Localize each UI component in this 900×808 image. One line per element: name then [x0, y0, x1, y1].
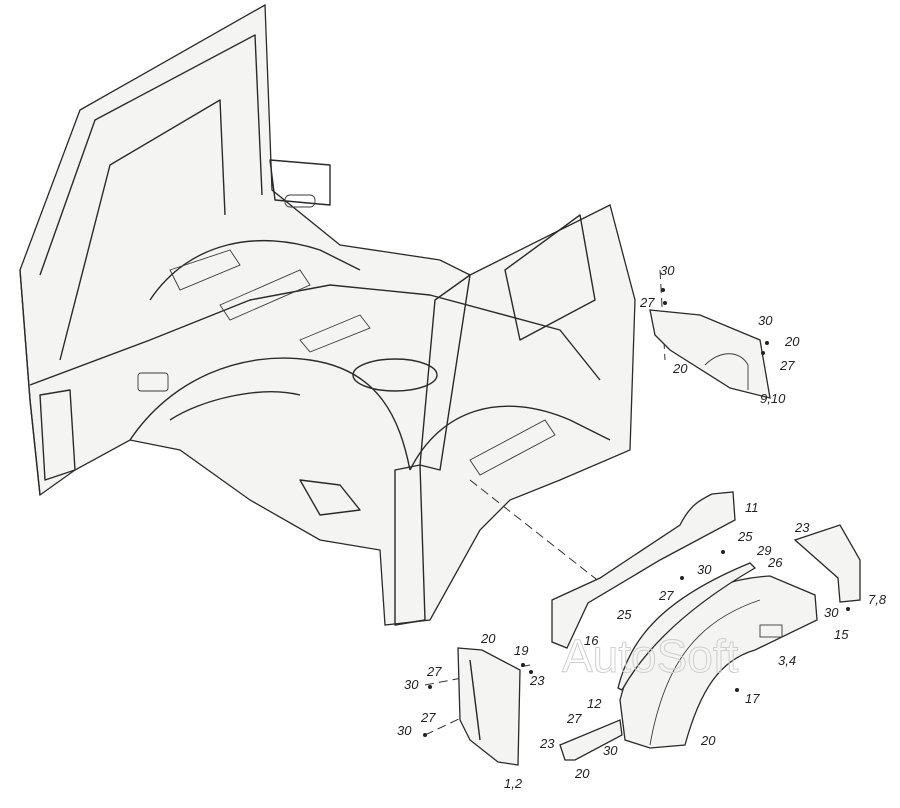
- label-25: 25: [737, 529, 753, 544]
- label-20: 20: [784, 334, 800, 349]
- label-27: 27: [426, 664, 442, 679]
- part-11-panel: [551, 491, 736, 649]
- label-11: 11: [745, 500, 759, 515]
- label-27: 27: [639, 295, 655, 310]
- label-15: 15: [834, 627, 849, 642]
- part-12-strip: [617, 562, 757, 691]
- label-29: 29: [756, 543, 771, 558]
- label-20: 20: [480, 631, 496, 646]
- part-1-2-mudflap: [457, 647, 521, 766]
- label-30: 30: [758, 313, 773, 328]
- label-9-10: 9,10: [760, 391, 786, 406]
- label-30: 30: [697, 562, 712, 577]
- label-20: 20: [700, 733, 716, 748]
- label-30: 30: [824, 605, 839, 620]
- fastener-dots: [423, 288, 850, 737]
- label-23: 23: [539, 736, 555, 751]
- label-30: 30: [397, 723, 412, 738]
- label-27: 27: [779, 358, 795, 373]
- cab-body-drawing: [19, 3, 636, 626]
- label-26: 26: [767, 555, 783, 570]
- label-19: 19: [514, 643, 528, 658]
- label-3-4: 3,4: [778, 653, 796, 668]
- label-7-8: 7,8: [868, 592, 887, 607]
- part-9-10-panel: [649, 309, 771, 399]
- label-25: 25: [616, 607, 632, 622]
- watermark: AutoSoft: [562, 630, 739, 682]
- part-7-8-panel: [793, 524, 861, 603]
- label-17: 17: [745, 691, 760, 706]
- label-20: 20: [574, 766, 590, 781]
- bottom-bracket: [559, 719, 623, 761]
- label-30: 30: [603, 743, 618, 758]
- label-27: 27: [658, 588, 674, 603]
- label-20: 20: [672, 361, 688, 376]
- label-30: 30: [404, 677, 419, 692]
- label-16: 16: [584, 633, 599, 648]
- label-27: 27: [566, 711, 582, 726]
- label-23: 23: [794, 520, 810, 535]
- callout-labels: 30 27 20 30 20 27 9,10 11 25 29 23 30 26…: [397, 263, 887, 791]
- label-27: 27: [420, 710, 436, 725]
- label-30: 30: [660, 263, 675, 278]
- label-1-2: 1,2: [504, 776, 523, 791]
- label-12: 12: [587, 696, 602, 711]
- label-23: 23: [529, 673, 545, 688]
- leader-line: [469, 479, 611, 591]
